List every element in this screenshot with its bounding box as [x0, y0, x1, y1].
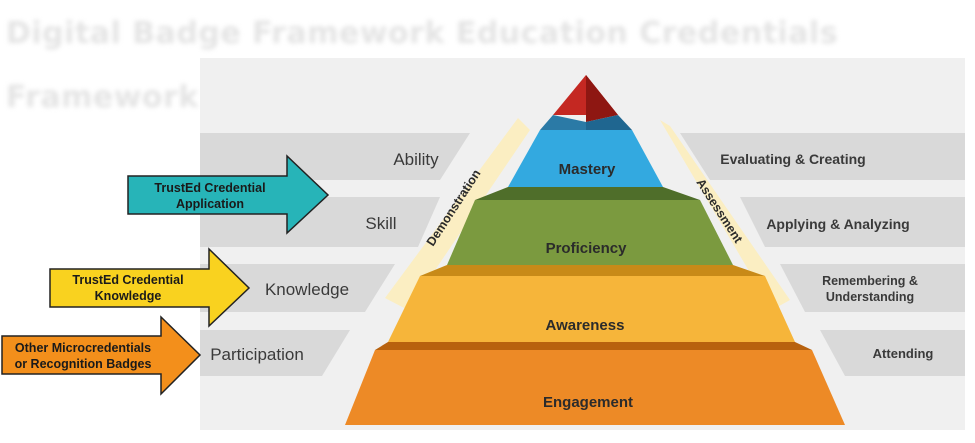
demonstration-band [385, 118, 530, 310]
applying-row [740, 197, 965, 247]
tier-label-engagement: Engagement [543, 394, 633, 411]
bloom-applying: Applying & Analyzing [766, 216, 909, 232]
tier-label-proficiency: Proficiency [546, 240, 628, 257]
pyramid-apex-shade [586, 75, 618, 122]
arrow-credential-application [127, 154, 330, 235]
arrow-microcredentials-line2: or Recognition Badges [15, 357, 152, 371]
tier-engagement [345, 350, 845, 425]
mastery-top-shade [586, 115, 632, 130]
level-knowledge: Knowledge [265, 280, 349, 299]
background-title-line2: Framework [6, 80, 199, 115]
arrow-application-line2: Application [176, 197, 244, 211]
attending-row [820, 330, 965, 376]
assessment-band [660, 120, 790, 310]
bloom-attending: Attending [873, 346, 934, 361]
arrow-microcredentials-line1: Other Microcredentials [15, 341, 151, 355]
arrow-knowledge-line2: Knowledge [95, 289, 162, 303]
ability-row [200, 133, 470, 180]
arrow-application-line1: TrustEd Credential [154, 181, 265, 195]
level-ability: Ability [393, 150, 439, 169]
mastery-top [540, 115, 586, 130]
engagement-top [375, 342, 812, 350]
remembering-row [780, 264, 965, 312]
proficiency-top [475, 187, 700, 200]
participation-row [200, 330, 350, 376]
background-title-line1: Digital Badge Framework Education Creden… [6, 16, 839, 51]
tier-mastery [508, 130, 663, 187]
evaluating-row [680, 133, 965, 180]
knowledge-row [200, 264, 395, 312]
bloom-remembering-line2: Understanding [826, 290, 914, 304]
tier-proficiency [447, 200, 733, 265]
arrow-other-microcredentials [1, 315, 202, 396]
tier-label-mastery: Mastery [559, 161, 616, 178]
tier-awareness [388, 276, 795, 342]
bloom-evaluating: Evaluating & Creating [720, 151, 865, 167]
level-skill: Skill [365, 214, 396, 233]
arrow-credential-knowledge [49, 247, 251, 328]
arrow-knowledge-line1: TrustEd Credential [72, 273, 183, 287]
bloom-remembering-line1: Remembering & [822, 274, 918, 288]
awareness-top [420, 265, 765, 276]
tier-label-awareness: Awareness [546, 317, 625, 334]
level-participation: Participation [210, 345, 304, 364]
